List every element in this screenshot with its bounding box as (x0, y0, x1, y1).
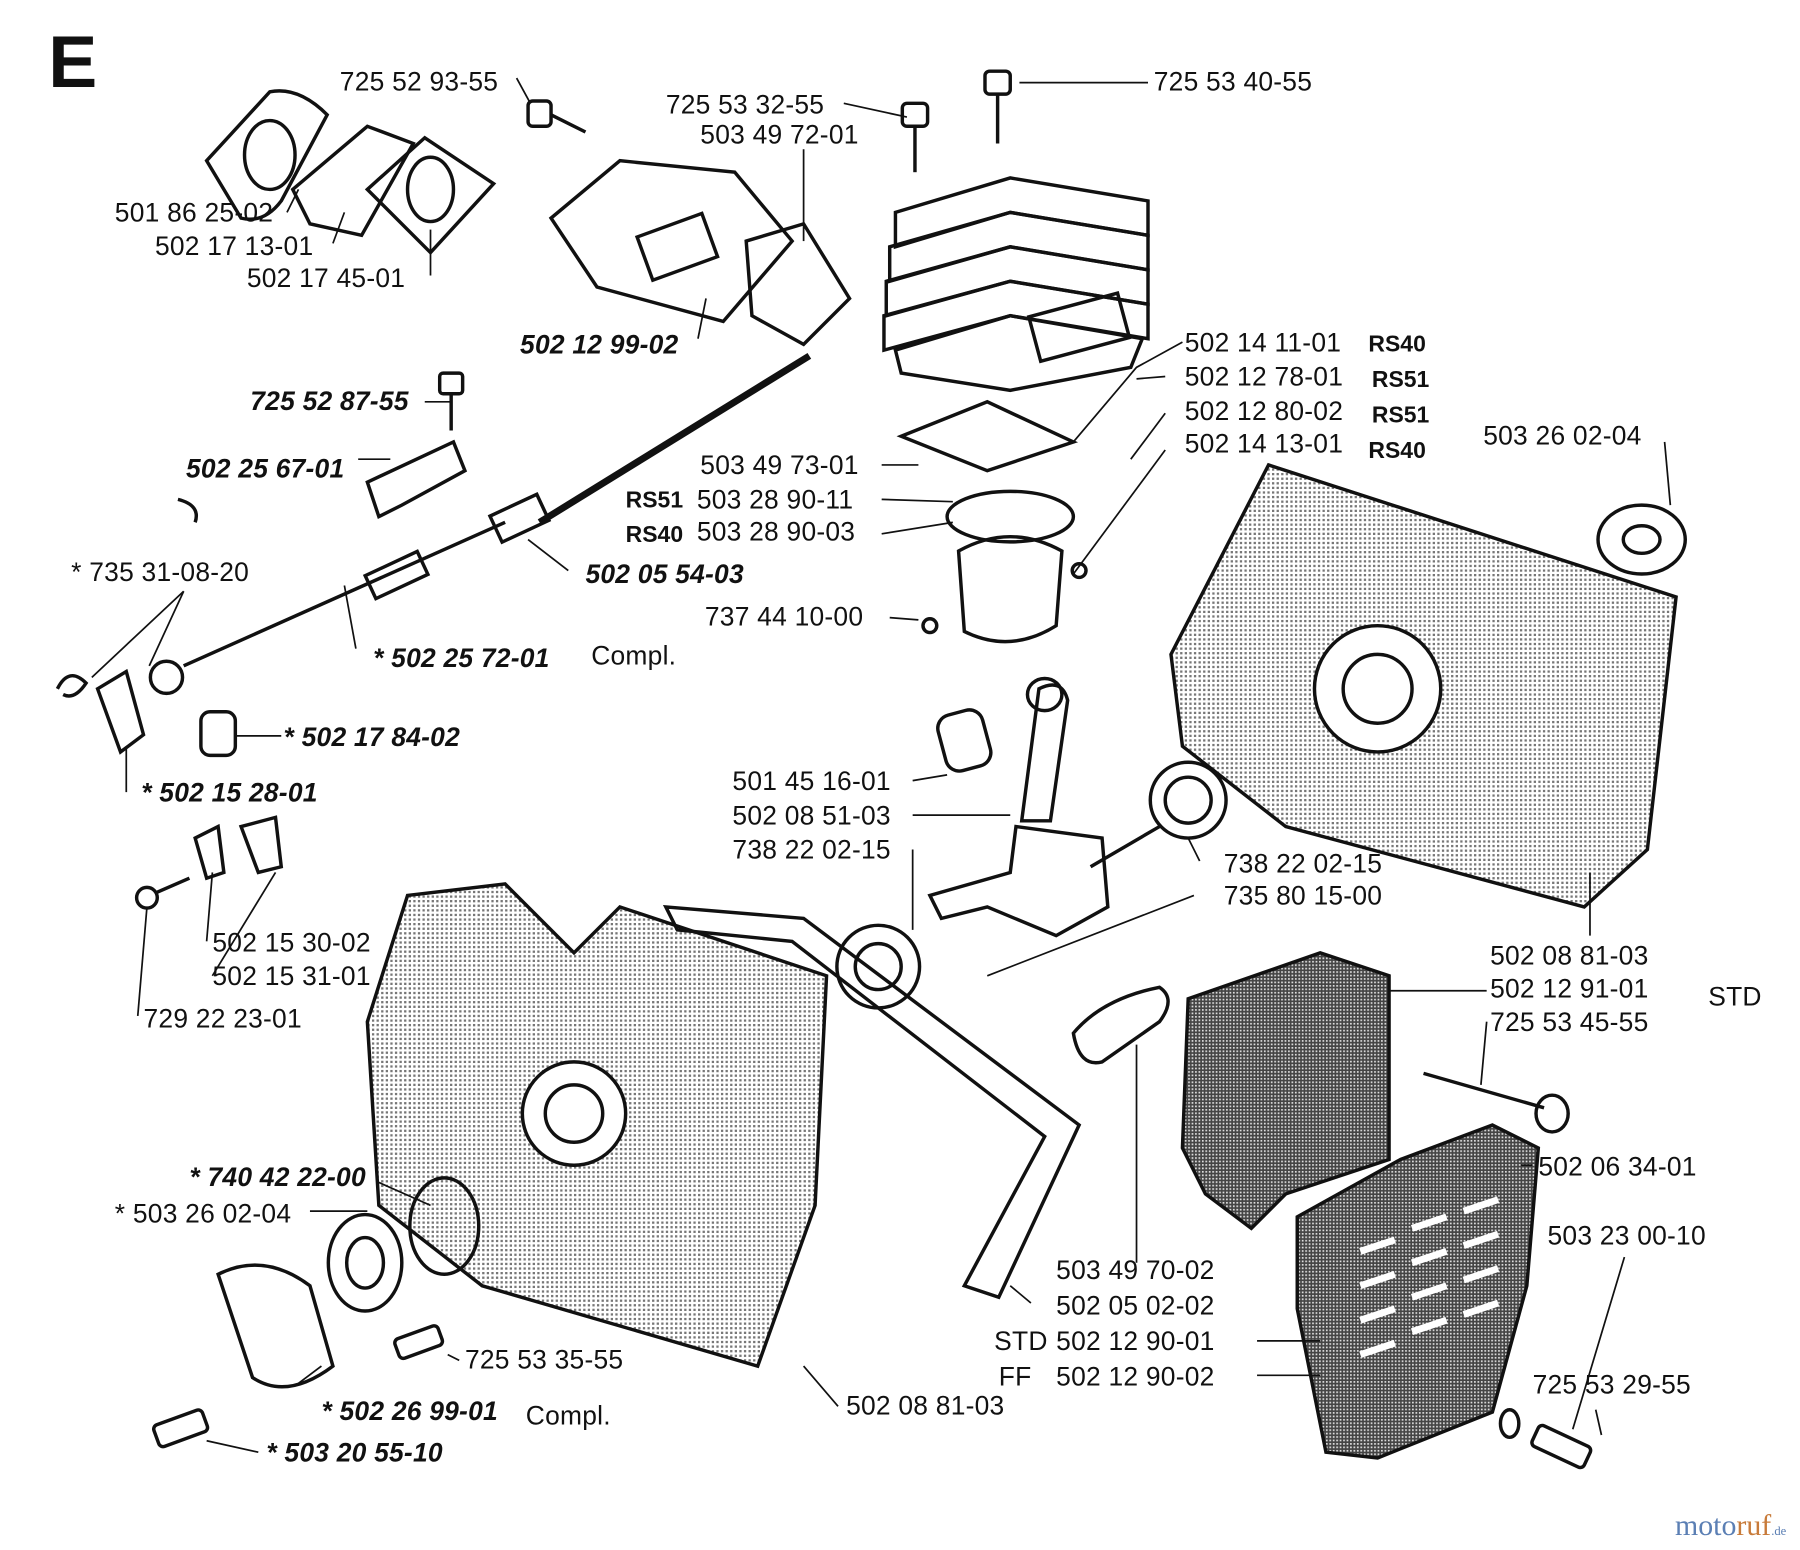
variant-tag: STD (994, 1325, 1048, 1356)
part-label[interactable]: 503 49 70-02 (1056, 1254, 1215, 1285)
gasket-503-49-72 (744, 221, 852, 347)
part-label[interactable]: 729 22 23-01 (143, 1003, 302, 1034)
part-label[interactable]: 502 15 31-01 (212, 960, 371, 991)
model-tag: RS40 (1368, 438, 1426, 464)
intake-gasket-1 (204, 89, 330, 221)
connecting-rod (1019, 683, 1070, 823)
model-tag: RS51 (1371, 367, 1430, 393)
seal-503-26-02-04 (1596, 503, 1687, 576)
bearing-cover (216, 1263, 335, 1389)
part-label[interactable]: 725 53 45-55 (1490, 1006, 1649, 1037)
part-label[interactable]: 503 49 73-01 (700, 450, 859, 480)
part-label[interactable]: 502 14 11-01 (1184, 327, 1342, 358)
watermark-part-b: ruf (1736, 1508, 1772, 1542)
part-label[interactable]: 501 45 16-01 (732, 765, 891, 796)
intake-adapter (290, 124, 416, 238)
crankcase-gasket (662, 904, 1082, 1300)
muffler-body (1180, 951, 1391, 1231)
needle-bearing (936, 708, 993, 773)
part-label[interactable]: 503 28 90-03 (696, 516, 856, 547)
part-label[interactable]: * 502 26 99-01 (321, 1395, 498, 1426)
seal-left (326, 1212, 404, 1313)
cylinder (882, 176, 1150, 393)
piston (956, 535, 1064, 644)
part-label[interactable]: 502 12 80-02 (1184, 396, 1344, 426)
part-label[interactable]: * 502 25 72-01 (373, 642, 550, 673)
part-label[interactable]: 502 06 34-01 (1538, 1151, 1697, 1182)
model-tag: RS40 (1368, 331, 1426, 358)
model-tag: RS40 (625, 522, 684, 548)
model-tag: RS51 (625, 487, 684, 514)
crankshaft (927, 824, 1110, 938)
part-label[interactable]: 502 12 90-02 (1056, 1361, 1215, 1392)
part-label[interactable]: 502 12 78-01 (1184, 361, 1344, 392)
part-label[interactable]: 735 80 15-00 (1223, 880, 1383, 911)
model-tag: RS51 (1371, 402, 1430, 429)
part-label[interactable]: 502 12 91-01 (1490, 973, 1649, 1004)
part-label[interactable]: 503 28 90-11 (696, 484, 854, 515)
watermark-part-a: moto (1675, 1508, 1737, 1542)
part-label[interactable]: * 503 26 02-04 (114, 1198, 292, 1229)
intake-gasket-2 (364, 135, 497, 256)
bearing-right (1148, 760, 1228, 840)
part-label[interactable]: 725 53 29-55 (1532, 1369, 1691, 1400)
muffler-gasket (1071, 985, 1170, 1065)
part-label[interactable]: * 503 20 55-10 (266, 1437, 443, 1468)
bracket-502-25-67 (365, 439, 468, 520)
part-label[interactable]: 725 52 93-55 (339, 66, 499, 97)
cylinder-gasket (896, 399, 1079, 473)
compl-note: Compl. (591, 640, 677, 671)
part-label[interactable]: 738 22 02-15 (1223, 848, 1383, 879)
part-label[interactable]: 502 08 81-03 (1490, 940, 1649, 971)
part-label[interactable]: * 502 15 28-01 (141, 777, 318, 808)
part-label[interactable]: 503 49 72-01 (700, 119, 859, 150)
part-label[interactable]: 502 17 45-01 (246, 262, 406, 293)
part-label[interactable]: 501 86 25-02 (114, 197, 274, 228)
part-label[interactable]: 502 12 99-02 (520, 329, 679, 360)
muffler-bolt (1423, 1071, 1545, 1110)
throttle-cable (537, 352, 812, 526)
part-label[interactable]: * 740 42 22-00 (189, 1161, 366, 1192)
part-label[interactable]: 725 52 87-55 (250, 385, 409, 416)
piston-ring (945, 489, 1076, 544)
watermark: motoruf.de (1675, 1508, 1786, 1542)
part-label[interactable]: 737 44 10-00 (704, 601, 864, 632)
compl-note: Compl. (525, 1400, 611, 1431)
part-label[interactable]: 725 53 40-55 (1153, 66, 1313, 97)
part-label[interactable]: 725 53 35-55 (464, 1344, 624, 1375)
o-ring-740-42-22 (408, 1176, 481, 1277)
part-label[interactable]: 502 15 30-02 (212, 927, 371, 958)
part-label[interactable]: 725 53 32-55 (665, 89, 825, 120)
part-label[interactable]: * 735 31-08-20 (71, 556, 250, 587)
leader-lines (91, 77, 1672, 1454)
throttle-rod (182, 520, 506, 668)
part-label[interactable]: 502 17 13-01 (154, 230, 314, 261)
watermark-suffix: .de (1771, 1524, 1787, 1539)
part-label[interactable]: 502 08 81-03 (846, 1390, 1005, 1421)
part-label[interactable]: 738 22 02-15 (732, 834, 891, 865)
part-label[interactable]: 502 05 54-03 (585, 559, 744, 589)
variant-tag: FF (998, 1361, 1032, 1392)
part-label[interactable]: 502 14 13-01 (1184, 428, 1344, 459)
part-label[interactable]: 502 05 02-02 (1056, 1290, 1215, 1321)
part-label[interactable]: 503 26 02-04 (1483, 420, 1642, 451)
variant-tag: STD (1708, 981, 1762, 1012)
carb-base (548, 158, 795, 324)
part-label[interactable]: * 502 17 84-02 (283, 722, 461, 752)
section-letter: E (48, 20, 98, 104)
part-label[interactable]: 502 08 51-03 (732, 800, 891, 831)
part-label[interactable]: 503 23 00-10 (1547, 1220, 1706, 1251)
part-label[interactable]: 502 12 90-01 (1056, 1325, 1215, 1356)
part-label[interactable]: 502 25 67-01 (185, 453, 345, 484)
